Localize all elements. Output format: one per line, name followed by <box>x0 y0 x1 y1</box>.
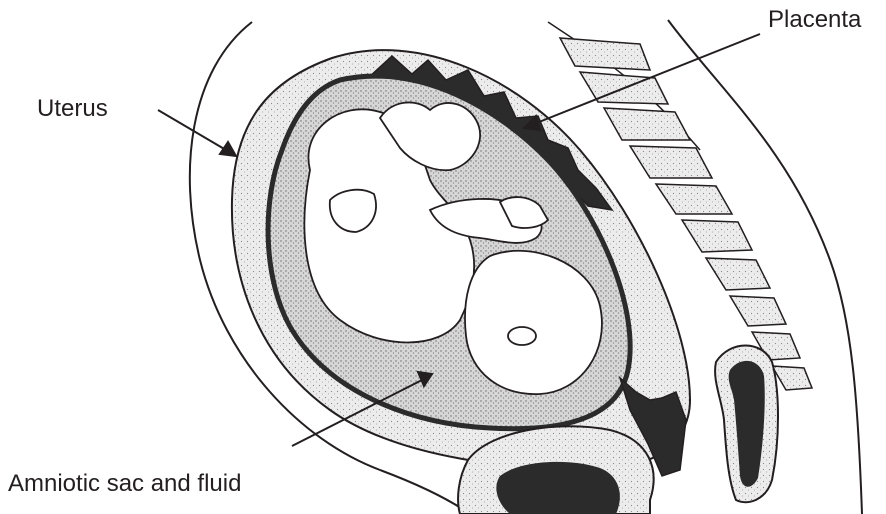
uterus-label: Uterus <box>37 97 108 121</box>
uterus-arrowhead <box>220 142 236 156</box>
fetus-ear <box>508 327 536 345</box>
amniotic-sac-label: Amniotic sac and fluid <box>8 472 241 496</box>
bladder-inner <box>496 462 620 514</box>
placenta-label: Placenta <box>768 8 861 32</box>
